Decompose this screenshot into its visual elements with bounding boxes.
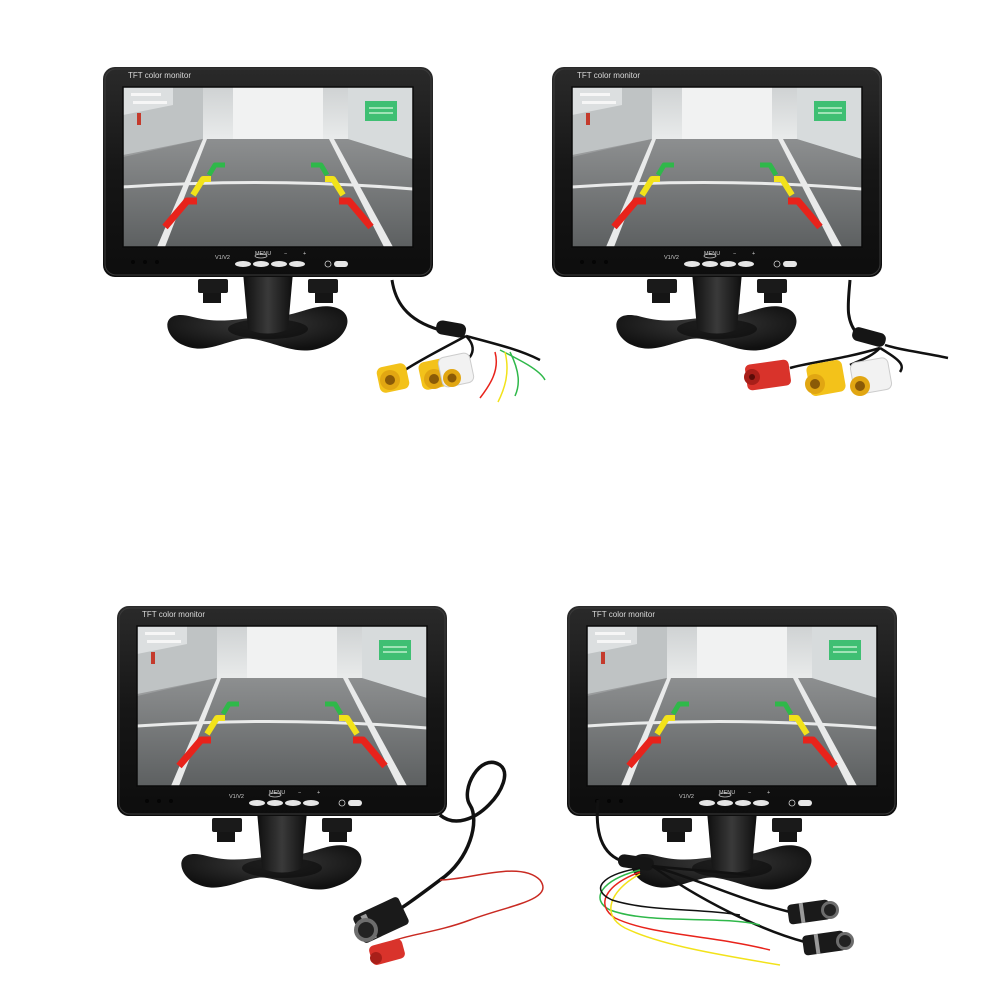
button-label-plus: +: [767, 790, 770, 796]
monitor-3: TFT color monitor V1/V2 MENU − +: [117, 606, 544, 965]
button-label-minus: −: [748, 790, 751, 796]
brand-label: TFT color monitor: [128, 71, 191, 80]
aviation-connector-2: [802, 930, 854, 956]
dc-power-plug-red: [744, 359, 791, 391]
aviation-connector: [353, 897, 409, 943]
button-label-plus: +: [303, 251, 306, 257]
button-label-plus: +: [752, 251, 755, 257]
button-label-menu: MENU: [255, 251, 271, 257]
button-label-minus: −: [284, 251, 287, 257]
button-label-minus: −: [733, 251, 736, 257]
rca-plug-yellow: [805, 360, 846, 396]
monitor-4: TFT color monitor V1/V2 MENU − +: [567, 606, 897, 966]
button-label-menu: MENU: [269, 790, 285, 796]
brand-label: TFT color monitor: [142, 610, 205, 619]
button-label-menu: MENU: [704, 251, 720, 257]
dual-aviation-cable: [595, 799, 854, 966]
button-label-v1v2: V1/V2: [679, 794, 694, 800]
aviation-connector-1: [787, 899, 839, 925]
button-label-v1v2: V1/V2: [229, 794, 244, 800]
brand-label: TFT color monitor: [592, 610, 655, 619]
rca-cable: [376, 279, 546, 403]
aviation-cable: [353, 760, 544, 965]
button-label-v1v2: V1/V2: [215, 255, 230, 261]
button-label-plus: +: [317, 790, 320, 796]
rca-plug-yellow: [376, 363, 410, 393]
monitor-1: TFT color monitor V1/V2 MENU − +: [103, 67, 546, 403]
dc-power-plug-red: [369, 939, 405, 965]
button-label-menu: MENU: [719, 790, 735, 796]
monitor-2: TFT color monitor V1/V2 MENU − +: [552, 67, 949, 396]
rca-dc-cable: [744, 279, 949, 396]
rca-plug-white: [437, 352, 475, 388]
brand-label: TFT color monitor: [577, 71, 640, 80]
button-label-v1v2: V1/V2: [664, 255, 679, 261]
button-label-minus: −: [298, 790, 301, 796]
rca-plug-white: [849, 357, 893, 396]
